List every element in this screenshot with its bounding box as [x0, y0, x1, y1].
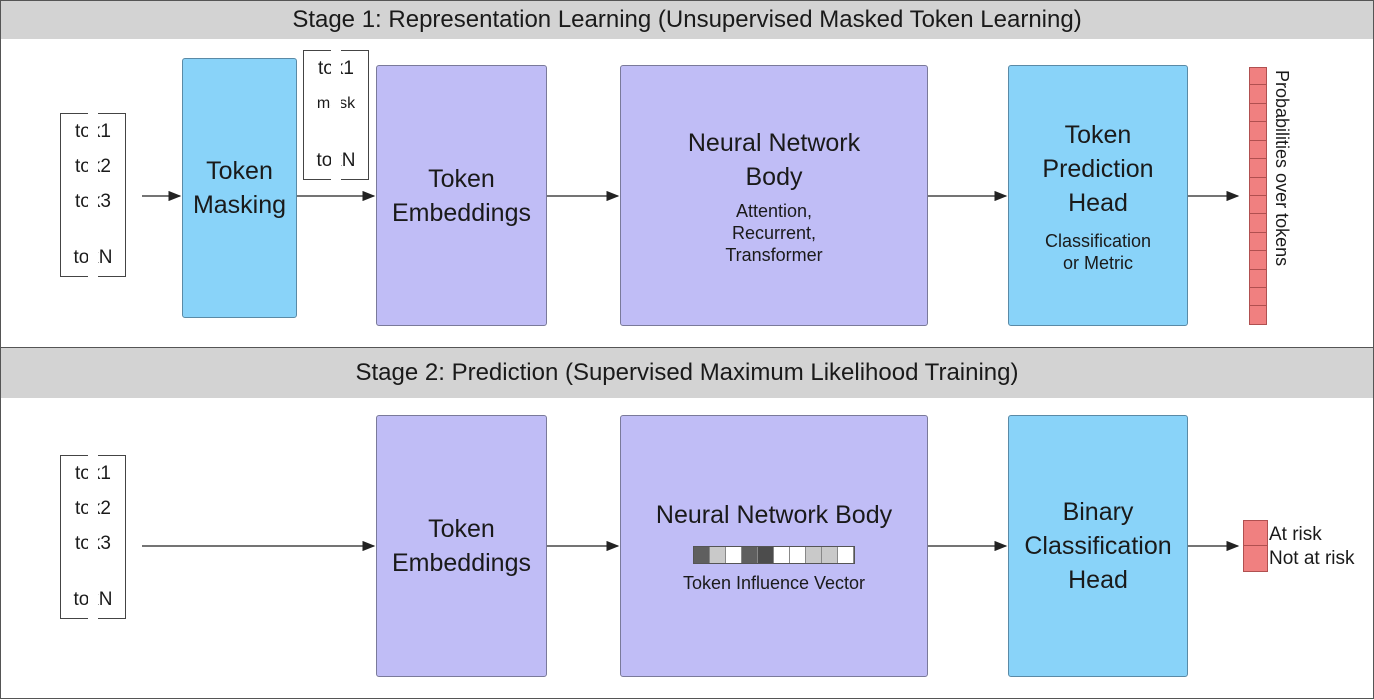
at-risk-cell — [1244, 521, 1267, 546]
influence-cell — [790, 547, 806, 563]
token-masking-box: Token Masking — [182, 58, 297, 318]
stage2-input-tokens: tok1 tok2 tok3 ⋮ tokN — [60, 455, 126, 619]
influence-cell — [710, 547, 726, 563]
ellipsis: ⋮ — [326, 121, 346, 144]
probability-cell — [1249, 67, 1267, 86]
stage2-header: Stage 2: Prediction (Supervised Maximum … — [0, 347, 1374, 399]
masked-tokens: tok1 mask ⋮ tokN — [303, 50, 369, 180]
probability-cell — [1249, 306, 1267, 325]
influence-cell — [742, 547, 758, 563]
ellipsis: ⋮ — [83, 561, 103, 584]
nn-body-label: Neural Network Body — [655, 501, 893, 529]
embeddings-label: Token Embeddings — [392, 515, 531, 577]
stage2-neural-network-body-box: Neural Network Body Token Influence Vect… — [620, 415, 928, 677]
influence-cell — [774, 547, 790, 563]
stage1-title: Stage 1: Representation Learning (Unsupe… — [292, 6, 1082, 33]
probability-cell — [1249, 214, 1267, 233]
classification-head-label: Binary Classification Head — [1024, 498, 1172, 594]
probability-cell — [1249, 269, 1267, 289]
probabilities-column — [1249, 67, 1267, 325]
token-influence-label: Token Influence Vector — [682, 573, 866, 593]
nn-body-subtitle: Attention, Recurrent, Transformer — [725, 200, 823, 265]
prediction-head-subtitle: Classification or Metric — [1044, 230, 1152, 273]
token-prediction-head-box: Token Prediction Head Classification or … — [1008, 65, 1188, 326]
mask-token: mask — [316, 95, 356, 113]
stage1-neural-network-body-box: Neural Network Body Attention, Recurrent… — [620, 65, 928, 326]
masked-token: tokN — [316, 150, 356, 172]
stage1-token-embeddings-box: Token Embeddings — [376, 65, 547, 326]
influence-cell — [838, 547, 854, 563]
nn-body-label: Neural Network Body — [687, 128, 861, 191]
probability-cell — [1249, 103, 1267, 123]
influence-cell — [822, 547, 838, 563]
input-token: tok3 — [75, 532, 111, 554]
input-token: tok3 — [75, 190, 111, 212]
input-token: tok1 — [75, 462, 111, 484]
stage2-token-embeddings-box: Token Embeddings — [376, 415, 547, 677]
influence-cell — [758, 547, 774, 563]
probability-cell — [1249, 251, 1267, 270]
embeddings-label: Token Embeddings — [392, 164, 531, 227]
input-token: tokN — [73, 589, 113, 611]
influence-cell — [726, 547, 742, 563]
input-token: tokN — [73, 247, 113, 269]
probability-cell — [1249, 140, 1267, 160]
probability-cell — [1249, 159, 1267, 178]
token-masking-label: Token Masking — [192, 157, 287, 219]
not-at-risk-label: Not at risk — [1269, 548, 1355, 569]
influence-cell — [694, 547, 710, 563]
input-token: tok2 — [75, 155, 111, 177]
token-influence-vector — [693, 546, 855, 564]
input-token: tok1 — [75, 120, 111, 142]
probability-cell — [1249, 288, 1267, 307]
probability-cell — [1249, 122, 1267, 141]
at-risk-label: At risk — [1269, 524, 1322, 545]
ellipsis: ⋮ — [83, 219, 103, 242]
stage1-header: Stage 1: Representation Learning (Unsupe… — [0, 0, 1374, 40]
probabilities-label: Probabilities over tokens — [1272, 70, 1292, 267]
probability-cell — [1249, 177, 1267, 196]
binary-classification-head-box: Binary Classification Head — [1008, 415, 1188, 677]
input-token: tok2 — [75, 497, 111, 519]
influence-cell — [806, 547, 822, 563]
stage1-input-tokens: tok1 tok2 tok3 ⋮ tokN — [60, 113, 126, 277]
probability-cell — [1249, 232, 1267, 252]
probability-cell — [1249, 195, 1267, 215]
probability-cell — [1249, 85, 1267, 104]
risk-output-cells — [1243, 520, 1268, 572]
masked-token: tok1 — [318, 57, 354, 79]
prediction-head-label: Token Prediction Head — [1042, 120, 1154, 217]
stage2-title: Stage 2: Prediction (Supervised Maximum … — [355, 359, 1019, 386]
